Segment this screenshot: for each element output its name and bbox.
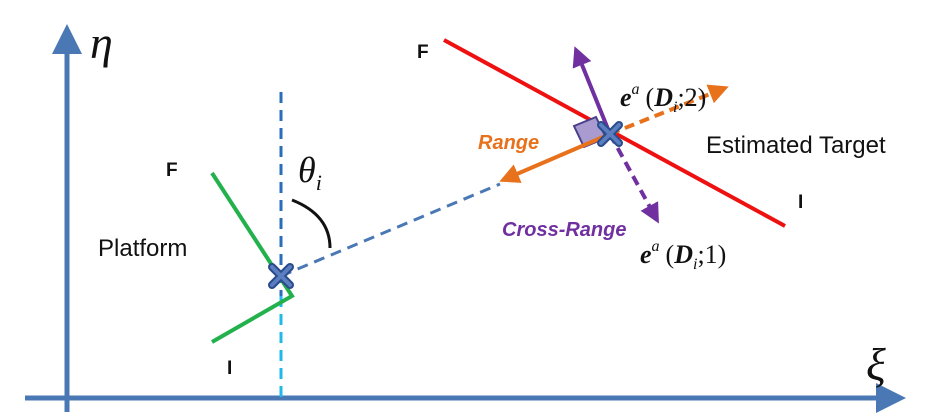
- estimated-target-label: Estimated Target: [706, 132, 886, 159]
- vector2-superscript: a: [632, 81, 640, 98]
- target-marker-icon: [597, 121, 623, 147]
- xi-axis-label: ξ: [866, 339, 886, 390]
- platform-marker-icon: [268, 263, 294, 289]
- platform-rear-label: I: [227, 358, 232, 379]
- range-unit-vector-arrow: [609, 84, 729, 136]
- vector2-subscript: i: [673, 99, 677, 116]
- vector1-open: (: [666, 240, 675, 269]
- vector1-index: ;1): [697, 240, 726, 269]
- line-of-sight: [280, 182, 501, 278]
- vector1-matrix: D: [673, 240, 693, 269]
- vector1-base: e: [640, 240, 652, 269]
- angle-arc: [291, 198, 332, 249]
- vector1-subscript: i: [693, 256, 697, 273]
- cross-range-unit-vector-label: ea (Di;1): [640, 238, 726, 273]
- target-rear-label: I: [798, 192, 803, 213]
- vector2-open: (: [646, 83, 655, 112]
- eta-axis-label: η: [90, 17, 113, 68]
- platform-heading-line: [210, 171, 295, 344]
- angle-subscript: i: [316, 170, 322, 195]
- cross-range-unit-vector-arrow: [608, 133, 659, 224]
- angle-label: θi: [298, 150, 322, 195]
- vector2-index: ;2): [677, 83, 706, 112]
- vector2-matrix: D: [653, 83, 673, 112]
- platform-front-label: F: [166, 160, 178, 181]
- range-arrow: [499, 132, 611, 183]
- angle-symbol: θ: [298, 150, 316, 190]
- range-unit-vector-label: ea (Di;2): [620, 81, 706, 116]
- target-front-label: F: [417, 42, 429, 63]
- platform-label: Platform: [98, 235, 187, 262]
- range-label: Range: [478, 132, 539, 154]
- cross-range-arrow-up: [572, 46, 612, 135]
- cross-range-label: Cross-Range: [502, 219, 626, 241]
- vector1-superscript: a: [652, 238, 660, 255]
- vector2-base: e: [620, 83, 632, 112]
